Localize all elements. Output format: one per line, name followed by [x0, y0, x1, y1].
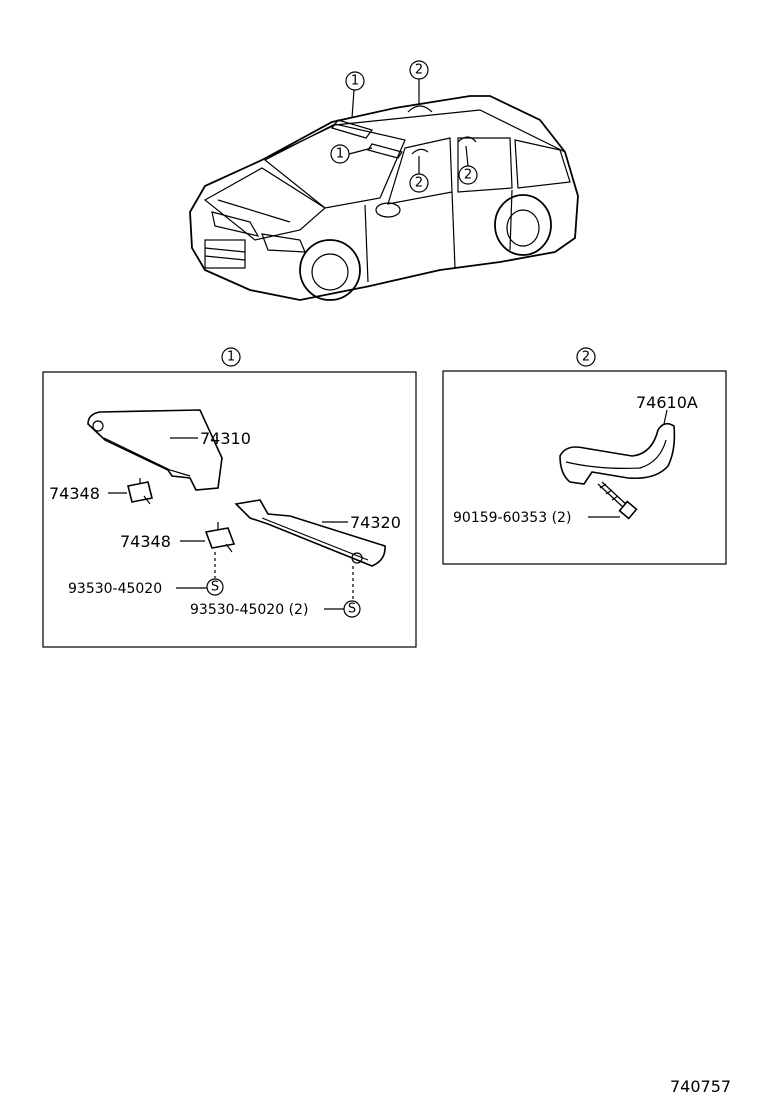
car-callout-1-top: 1 [345, 71, 365, 91]
car-illustration [189, 79, 579, 301]
screw-symbol-a: S [206, 578, 224, 596]
svg-text:2: 2 [582, 350, 590, 365]
label-holder-a: 74348 [49, 484, 100, 503]
svg-text:2: 2 [415, 63, 423, 78]
label-grip-screw: 90159-60353 (2) [453, 510, 571, 526]
section2-box [442, 370, 727, 565]
section1-box [42, 371, 417, 648]
label-holder-b: 74348 [120, 532, 171, 551]
svg-text:S: S [211, 580, 219, 595]
sun-visor-left [87, 409, 223, 491]
label-screw-a: 93530-45020 [68, 581, 162, 597]
visor-holder-b [204, 522, 236, 553]
label-screw-b: 93530-45020 (2) [190, 602, 308, 618]
label-visor-left: 74310 [200, 429, 251, 448]
section2-marker: 2 [576, 347, 596, 367]
car-callout-2-right: 2 [458, 165, 478, 185]
svg-text:1: 1 [351, 74, 359, 89]
assist-grip [559, 422, 676, 485]
label-visor-right: 74320 [350, 513, 401, 532]
car-callout-2-mid: 2 [409, 173, 429, 193]
section1-marker: 1 [221, 347, 241, 367]
svg-text:2: 2 [464, 168, 472, 183]
svg-text:1: 1 [336, 147, 344, 162]
car-callout-1-mid: 1 [330, 144, 350, 164]
car-callout-2-top: 2 [409, 60, 429, 80]
screw-symbol-b: S [343, 600, 361, 618]
sun-visor-right [234, 499, 386, 567]
svg-text:1: 1 [227, 350, 235, 365]
visor-holder-a [127, 478, 153, 505]
grip-screw [597, 481, 638, 520]
label-grip: 74610A [636, 393, 698, 412]
diagram-id: 740757 [670, 1077, 731, 1096]
svg-text:2: 2 [415, 176, 423, 191]
svg-text:S: S [348, 602, 356, 617]
